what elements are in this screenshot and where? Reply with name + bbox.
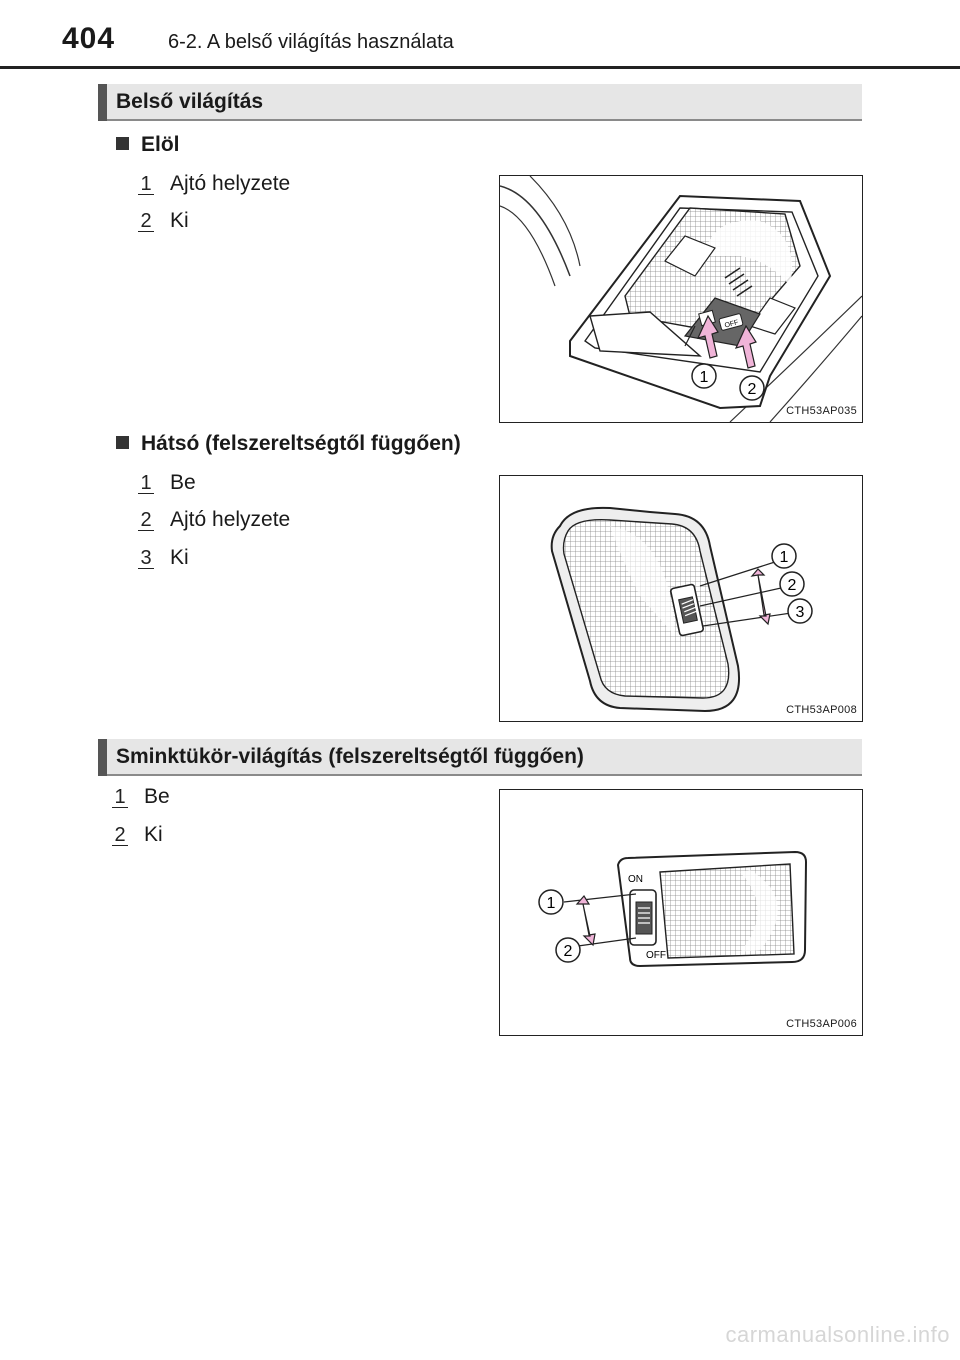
section-title: Sminktükör-világítás (felszereltségtől f…	[116, 745, 584, 768]
list-item-label: Be	[170, 471, 196, 494]
callout-2: 2	[788, 577, 797, 594]
callout-1: 1	[700, 369, 709, 386]
section-header-interior-lights: Belső világítás	[98, 84, 862, 121]
callout-3: 3	[796, 604, 805, 621]
figure-rear-light: 1 2 3 CTH53AP008	[499, 475, 863, 722]
vanity-light-illustration: ON OFF 1 2	[538, 850, 808, 968]
callout-1: 1	[780, 549, 789, 566]
figure-code: CTH53AP006	[786, 1018, 857, 1030]
figure-code: CTH53AP008	[786, 704, 857, 716]
figure-front-light: OFF 1 2 CTH53AP035	[499, 175, 863, 423]
list-item-label: Ki	[144, 823, 163, 846]
list-item-label: Ki	[170, 546, 189, 569]
list-item-label: Be	[144, 785, 170, 808]
rear-light-illustration: 1 2 3	[550, 506, 813, 713]
subheading-rear-text: Hátsó (felszereltségtől függően)	[141, 432, 461, 455]
number-badge: 2	[138, 510, 154, 531]
list-item: 2 Ajtó helyzete	[138, 508, 290, 532]
switch-on-label: ON	[628, 874, 643, 885]
callout-2: 2	[748, 381, 757, 398]
callout-1: 1	[547, 895, 556, 912]
switch-off-label: OFF	[646, 950, 666, 961]
black-square-icon	[116, 436, 129, 449]
header-rule	[0, 66, 960, 69]
section-header-bar	[98, 739, 107, 776]
callout-2: 2	[564, 943, 573, 960]
list-item-label: Ajtó helyzete	[170, 508, 291, 531]
subheading-front-text: Elöl	[141, 133, 180, 156]
list-item: 1 Ajtó helyzete	[138, 172, 290, 196]
number-badge: 2	[138, 211, 154, 232]
subheading-front: Elöl	[116, 133, 180, 157]
list-item: 1 Be	[138, 471, 196, 495]
number-badge: 2	[112, 825, 128, 846]
black-square-icon	[116, 137, 129, 150]
list-item: 2 Ki	[112, 823, 163, 847]
list-item: 1 Be	[112, 785, 170, 809]
list-item-label: Ki	[170, 209, 189, 232]
section-header-bar	[98, 84, 107, 121]
section-title: Belső világítás	[116, 90, 264, 113]
page-number: 404	[62, 22, 116, 55]
section-header-vanity-lights: Sminktükör-világítás (felszereltségtől f…	[98, 739, 862, 776]
subheading-rear: Hátsó (felszereltségtől függően)	[116, 432, 461, 456]
number-badge: 1	[138, 174, 154, 195]
switch-off-glyph: OFF	[724, 319, 739, 329]
front-light-illustration: OFF 1 2	[500, 176, 862, 422]
figure-code: CTH53AP035	[786, 405, 857, 417]
list-item: 3 Ki	[138, 546, 189, 570]
figure-vanity-light: ON OFF 1 2 CTH53AP006	[499, 789, 863, 1036]
chapter-title: 6-2. A belső világítás használata	[168, 31, 454, 53]
list-item-label: Ajtó helyzete	[170, 172, 291, 195]
watermark: carmanualsonline.info	[725, 1322, 950, 1347]
list-item: 2 Ki	[138, 209, 189, 233]
number-badge: 1	[138, 473, 154, 494]
number-badge: 1	[112, 787, 128, 808]
number-badge: 3	[138, 548, 154, 569]
